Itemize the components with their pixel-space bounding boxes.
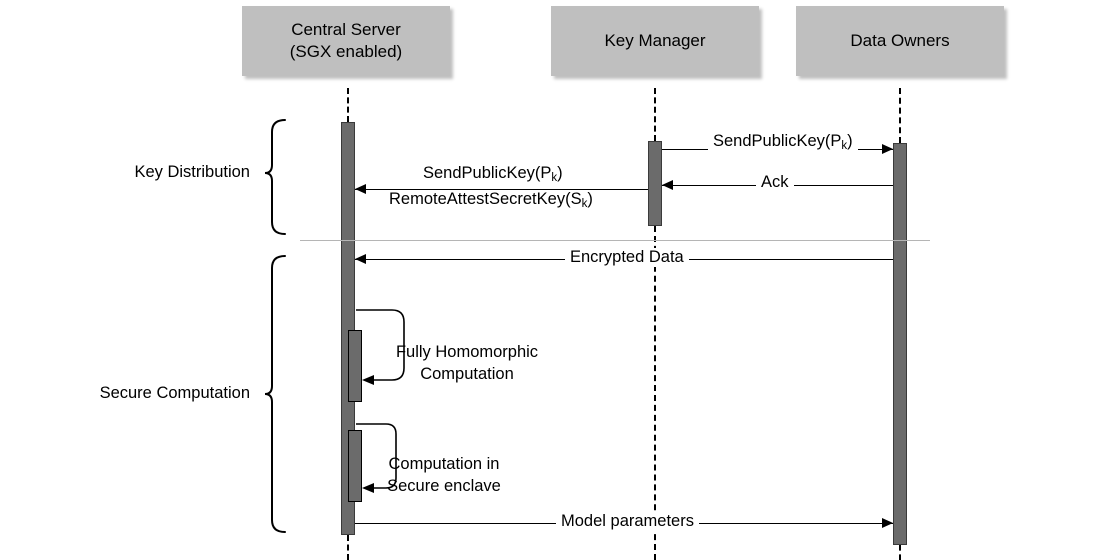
message-sub-remote-attest-secret-key: k xyxy=(581,198,588,211)
phase-brace-key-distribution xyxy=(264,119,286,235)
phase-label-key-distribution: Key Distribution xyxy=(60,163,250,182)
lifeline-key-manager-bottom xyxy=(654,226,656,560)
lifeline-key-manager-top xyxy=(654,88,656,141)
lifeline-data-owners-top xyxy=(899,88,901,143)
participant-box-central-server[interactable]: Central Server (SGX enabled) xyxy=(242,6,450,76)
lifeline-central-server-top xyxy=(347,88,349,122)
phase-text-key-distribution: Key Distribution xyxy=(134,163,250,181)
message-tail-remote-attest-secret-key: ) xyxy=(587,190,593,208)
message-text-send-public-key-km-to-cs: SendPublicKey(P xyxy=(423,164,552,182)
participant-label-data-owners: Data Owners xyxy=(850,31,950,51)
message-label-model-parameters: Model parameters xyxy=(556,512,699,531)
message-text-model-parameters: Model parameters xyxy=(561,512,694,530)
message-tail-send-public-key-km-to-cs: ) xyxy=(557,164,563,182)
message-sub-send-public-key-km-to-do: k xyxy=(841,140,848,153)
message-label-ack-do-to-km: Ack xyxy=(756,173,794,192)
phase-brace-secure-computation xyxy=(264,255,286,533)
participant-box-data-owners[interactable]: Data Owners xyxy=(796,6,1004,76)
participant-label-central-server: Central Server (SGX enabled) xyxy=(289,20,403,61)
message-label-send-public-key-km-to-cs: SendPublicKey(Pk) xyxy=(418,164,568,186)
activation-bar-key-manager xyxy=(648,141,662,226)
phase-separator-line xyxy=(300,240,930,241)
message-text-ack-do-to-km: Ack xyxy=(761,173,789,191)
message-label-encrypted-data: Encrypted Data xyxy=(565,248,689,267)
arrow-head-model-parameters xyxy=(882,518,893,528)
message-label-remote-attest-secret-key: RemoteAttestSecretKey(Sk) xyxy=(384,190,598,212)
self-call-text-fully-homomorphic-computation: Fully Homomorphic Computation xyxy=(395,342,539,383)
message-line-remote-attest-secret-key xyxy=(355,189,648,190)
message-tail-send-public-key-km-to-do: ) xyxy=(847,132,853,150)
self-call-text-computation-in-secure-enclave: Computation in Secure enclave xyxy=(387,454,501,495)
phase-text-secure-computation: Secure Computation xyxy=(99,384,250,402)
self-call-label-computation-in-secure-enclave: Computation in Secure enclave xyxy=(372,432,516,497)
lifeline-central-server-bottom xyxy=(347,535,349,560)
message-sub-send-public-key-km-to-cs: k xyxy=(551,172,558,185)
participant-label-key-manager: Key Manager xyxy=(604,31,706,51)
arrow-head-remote-attest-secret-key xyxy=(355,184,366,194)
message-text-encrypted-data: Encrypted Data xyxy=(570,248,684,266)
arrow-head-send-public-key-km-to-do xyxy=(882,144,893,154)
activation-bar-computation-in-secure-enclave xyxy=(348,430,362,502)
activation-bar-data-owners xyxy=(893,143,907,545)
arrow-head-ack-do-to-km xyxy=(662,180,673,190)
participant-box-key-manager[interactable]: Key Manager xyxy=(551,6,759,76)
phase-label-secure-computation: Secure Computation xyxy=(45,384,250,403)
message-label-send-public-key-km-to-do: SendPublicKey(Pk) xyxy=(708,132,858,154)
lifeline-data-owners-bottom xyxy=(899,545,901,560)
message-text-send-public-key-km-to-do: SendPublicKey(P xyxy=(713,132,842,150)
message-text-remote-attest-secret-key: RemoteAttestSecretKey(S xyxy=(389,190,582,208)
activation-bar-fully-homomorphic-computation xyxy=(348,330,362,402)
self-call-label-fully-homomorphic-computation: Fully Homomorphic Computation xyxy=(386,320,548,385)
arrow-head-encrypted-data xyxy=(355,254,366,264)
